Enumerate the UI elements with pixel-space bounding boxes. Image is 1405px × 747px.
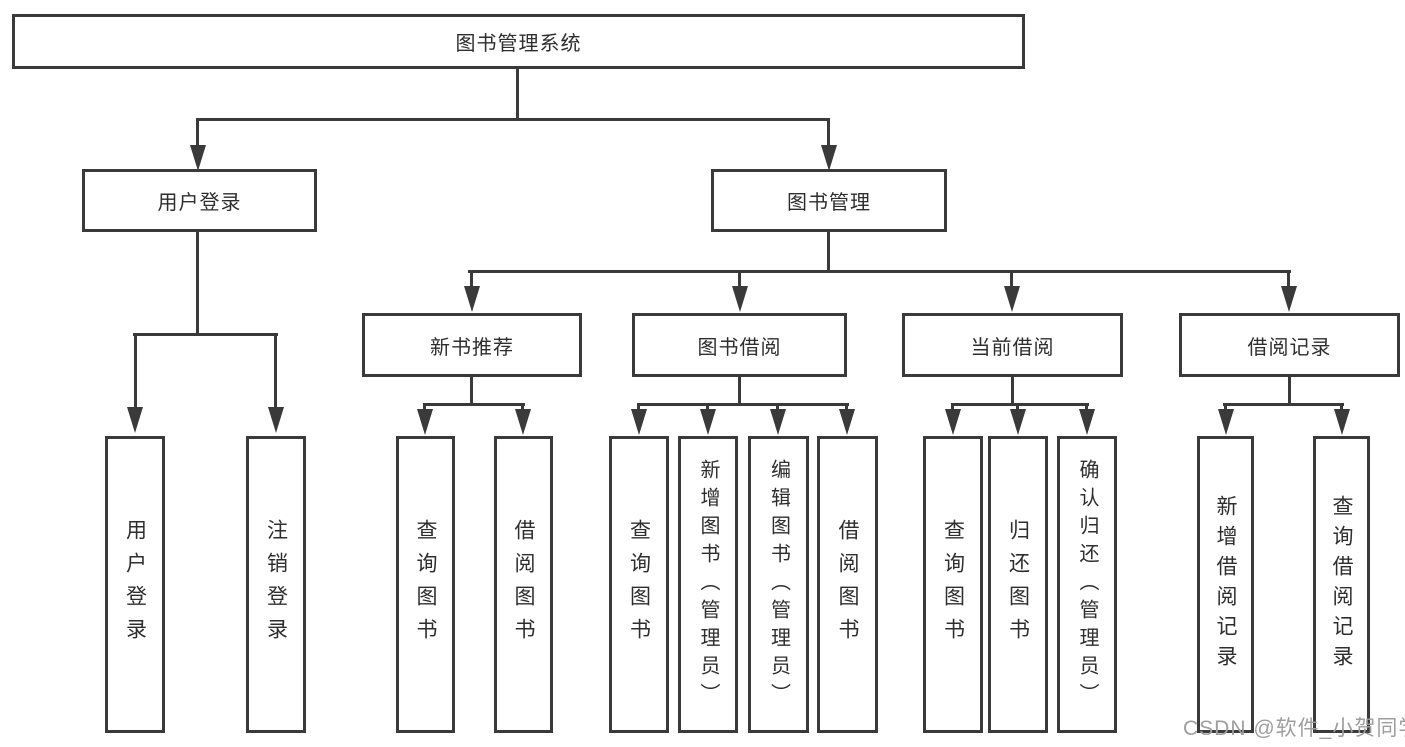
leaf-borrow-books-recommend: 借阅图书 <box>494 436 553 733</box>
connector-line <box>134 335 137 409</box>
leaf-confirm-return-admin: 确认归还（管理员） <box>1057 436 1117 733</box>
leaf-query-books-recommend: 查询图书 <box>396 436 455 733</box>
node-label: 新书推荐 <box>430 336 514 359</box>
connector-line <box>516 69 519 118</box>
node-label: 借阅图书 <box>512 518 535 651</box>
connector-line <box>637 403 849 406</box>
connector-line <box>470 377 473 405</box>
leaf-query-books-current: 查询图书 <box>923 436 983 733</box>
node-label: 新增图书（管理员） <box>697 458 719 711</box>
leaf-query-books-borrowing: 查询图书 <box>609 436 669 733</box>
connector-line <box>468 270 1291 273</box>
node-label: 编辑图书（管理员） <box>767 458 790 711</box>
arrow-down-icon <box>268 407 284 433</box>
connector-line <box>827 232 830 270</box>
connector-line <box>1016 405 1019 411</box>
arrow-down-icon <box>1004 286 1020 312</box>
node-label: 图书管理 <box>787 192 871 214</box>
arrow-down-icon <box>190 145 206 171</box>
arrow-down-icon <box>417 409 433 435</box>
arrow-down-icon <box>1281 286 1297 312</box>
csdn-watermark: CSDN @软件_小贺同学 <box>1183 717 1405 740</box>
node-label: 借阅记录 <box>1247 336 1332 359</box>
node-label: 查询图书 <box>414 518 437 651</box>
node-label: 注销登录 <box>264 518 288 651</box>
connector-line <box>1288 377 1291 405</box>
node-root-library-system: 图书管理系统 <box>12 14 1025 69</box>
arrow-down-icon <box>1334 409 1350 435</box>
arrow-down-icon <box>770 409 786 435</box>
arrow-down-icon <box>464 286 480 312</box>
leaf-borrow-books-borrowing: 借阅图书 <box>817 436 878 733</box>
arrow-down-icon <box>515 409 531 435</box>
connector-line <box>738 377 741 405</box>
leaf-query-borrow-record: 查询借阅记录 <box>1313 436 1370 733</box>
arrow-down-icon <box>821 145 837 171</box>
connector-line <box>1287 272 1290 287</box>
leaf-user-login: 用户登录 <box>105 436 165 733</box>
connector-line <box>521 405 524 411</box>
arrow-down-icon <box>127 407 143 433</box>
node-book-management: 图书管理 <box>711 169 947 232</box>
connector-line <box>951 403 1089 406</box>
node-label: 图书管理系统 <box>455 33 582 55</box>
node-label: 新增借阅记录 <box>1214 494 1237 675</box>
node-label: 用户登录 <box>157 192 242 214</box>
node-user-login: 用户登录 <box>82 169 317 232</box>
arrow-down-icon <box>1010 409 1026 435</box>
connector-line <box>423 405 426 411</box>
connector-line <box>470 272 473 287</box>
node-book-borrowing: 图书借阅 <box>632 313 847 377</box>
node-label: 确认归还（管理员） <box>1076 458 1098 711</box>
connector-line <box>1010 272 1013 287</box>
connector-line <box>776 405 779 411</box>
arrow-down-icon <box>1218 409 1234 435</box>
leaf-return-book: 归还图书 <box>988 436 1048 733</box>
connector-line <box>196 120 199 147</box>
connector-line <box>196 118 830 121</box>
connector-line <box>1224 405 1227 411</box>
connector-line <box>1340 405 1343 411</box>
arrow-down-icon <box>945 409 961 435</box>
connector-line <box>706 405 709 411</box>
node-current-borrowing: 当前借阅 <box>902 313 1123 377</box>
node-label: 借阅图书 <box>836 518 859 651</box>
connector-line <box>423 403 525 406</box>
node-borrowing-records: 借阅记录 <box>1179 313 1400 377</box>
leaf-edit-book-admin: 编辑图书（管理员） <box>748 436 809 733</box>
arrow-down-icon <box>631 409 647 435</box>
arrow-down-icon <box>1079 409 1095 435</box>
connector-line <box>1011 377 1014 405</box>
node-label: 用户登录 <box>123 518 147 651</box>
arrow-down-icon <box>700 409 716 435</box>
node-label: 查询借阅记录 <box>1330 494 1353 675</box>
leaf-add-book-admin: 新增图书（管理员） <box>678 436 738 733</box>
leaf-add-borrow-record: 新增借阅记录 <box>1197 436 1254 733</box>
node-label: 归还图书 <box>1006 518 1030 651</box>
connector-line <box>1223 403 1344 406</box>
node-label: 图书借阅 <box>697 336 782 359</box>
connector-line <box>274 335 277 409</box>
connector-line <box>1085 405 1088 411</box>
leaf-logout: 注销登录 <box>246 436 306 733</box>
connector-line <box>845 405 848 411</box>
node-label: 当前借阅 <box>970 336 1055 359</box>
connector-line <box>951 405 954 411</box>
node-label: 查询图书 <box>941 518 965 651</box>
node-new-book-recommend: 新书推荐 <box>362 313 582 377</box>
connector-line <box>738 272 741 287</box>
arrow-down-icon <box>839 409 855 435</box>
connector-line <box>196 232 199 333</box>
node-label: 查询图书 <box>627 518 651 651</box>
connector-line <box>637 405 640 411</box>
connector-line <box>827 120 830 147</box>
arrow-down-icon <box>732 286 748 312</box>
connector-line <box>133 333 278 336</box>
